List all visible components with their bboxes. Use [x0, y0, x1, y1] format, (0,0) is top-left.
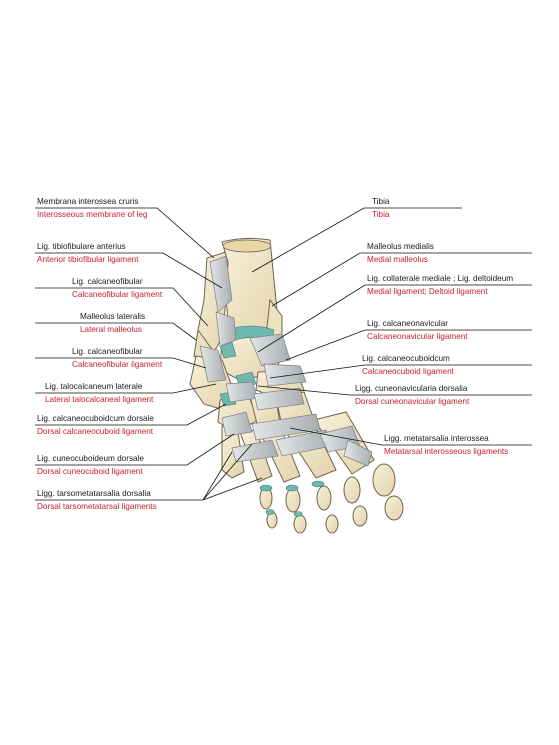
latin-name: Lig. calcaneocuboidcum: [362, 354, 450, 363]
english-name: Calcaneocuboid ligament: [362, 367, 454, 376]
latin-name: Lig. collaterale mediale ; Lig. deltoide…: [367, 274, 514, 283]
label-lig-tibiofibulare-anterius: Lig. tibiofibulare anterius Anterior tib…: [37, 242, 138, 265]
latin-name: Lig. talocalcaneum laterale: [45, 382, 143, 391]
latin-name: Lig. calcaneofibular: [72, 347, 143, 356]
english-name: Anterior tibiofibular ligament: [37, 255, 139, 264]
leader-lines: [35, 207, 532, 501]
label-malleolus-lateralis: Malleolus lateralis Lateral malleolus: [80, 312, 145, 335]
english-name: Calcaneofibular ligament: [72, 360, 163, 369]
articular-cartilage: [219, 325, 325, 517]
label-ligg-cuneonavicularia-dorsalia: Ligg. cuneonavicularia dorsalia Dorsal c…: [355, 384, 469, 407]
label-lig-calcaneonavicular: Lig. calcaneonavicular Calcaneonavicular…: [367, 319, 468, 342]
label-lig-calcaneocuboidcum-dorsale: Lig. calcaneocuboidcum dorsale Dorsal ca…: [37, 414, 154, 437]
english-name: Lateral talocalcaneal ligament: [45, 395, 154, 404]
label-ligg-tarsometatarsalia-dorsalia: Ligg. tarsometatarsalia dorsalia Dorsal …: [37, 489, 157, 512]
english-name: Lateral malleolus: [80, 325, 142, 334]
latin-name: Lig. tibiofibulare anterius: [37, 242, 126, 251]
label-membrana-interossea-cruris: Membrana interossea cruris Interosseous …: [37, 197, 148, 220]
label-lig-deltoideum: Lig. collaterale mediale ; Lig. deltoide…: [367, 274, 513, 297]
latin-name: Ligg. tarsometatarsalia dorsalia: [37, 489, 151, 498]
label-malleolus-medialis: Malleolus medialis Medial malleolus: [367, 242, 434, 265]
latin-name: Malleolus lateralis: [80, 312, 146, 321]
label-tibia: Tibia Tibia: [372, 197, 389, 220]
latin-name: Lig. calcaneonavicular: [367, 319, 449, 328]
latin-name: Lig. calcaneocuboidcum dorsale: [37, 414, 154, 423]
phalanges: [259, 463, 404, 534]
label-lig-calcaneofibular-upper: Lig. calcaneofibular Calcaneofibular lig…: [72, 277, 162, 300]
english-name: Medial ligament; Deltoid ligament: [367, 287, 488, 296]
latin-name: Lig. cuneocuboideum dorsale: [37, 454, 144, 463]
latin-name: Tibia: [372, 197, 390, 206]
english-name: Interosseous membrane of leg: [37, 210, 148, 219]
label-lig-talocalcaneum-laterale: Lig. talocalcaneum laterale Lateral talo…: [45, 382, 153, 405]
english-name: Medial malleolus: [367, 255, 428, 264]
english-name: Dorsal tarsometatarsal ligaments: [37, 502, 157, 511]
label-lig-calcaneofibular-lower: Lig. calcaneofibular Calcaneofibular lig…: [72, 347, 162, 370]
english-name: Dorsal cuneocuboid ligament: [37, 467, 143, 476]
english-name: Calcaneofibular ligament: [72, 290, 163, 299]
english-name: Dorsal cuneonavicular ligament: [355, 397, 470, 406]
label-ligg-metatarsalia-interossea: Ligg. metatarsalia interossea Metatarsal…: [384, 434, 508, 457]
latin-name: Ligg. cuneonavicularia dorsalia: [355, 384, 468, 393]
english-name: Tibia: [372, 210, 390, 219]
latin-name: Membrana interossea cruris: [37, 197, 139, 206]
english-name: Dorsal calcaneocuboid ligament: [37, 427, 154, 436]
label-lig-cuneocuboideum-dorsale: Lig. cuneocuboideum dorsale Dorsal cuneo…: [37, 454, 144, 477]
english-name: Calcaneonavicular ligament: [367, 332, 468, 341]
latin-name: Ligg. metatarsalia interossea: [384, 434, 489, 443]
english-name: Metatarsal interosseous ligaments: [384, 447, 509, 456]
latin-name: Lig. calcaneofibular: [72, 277, 143, 286]
latin-name: Malleolus medialis: [367, 242, 434, 251]
label-lig-calcaneocuboidcum: Lig. calcaneocuboidcum Calcaneocuboid li…: [362, 354, 454, 377]
ligaments: [199, 255, 373, 467]
